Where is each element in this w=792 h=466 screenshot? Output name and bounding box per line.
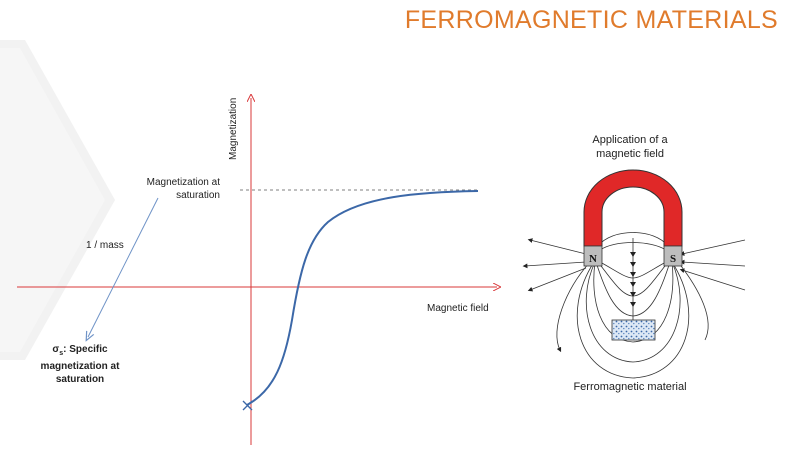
sigma-text: : Specific magnetization at saturation — [40, 344, 120, 385]
ferromagnetic-label: Ferromagnetic material — [573, 381, 687, 393]
south-pole-label: S — [670, 253, 676, 265]
field-arrows — [630, 252, 636, 307]
mass-label: 1 / mass — [86, 240, 124, 251]
south-pole — [663, 245, 683, 267]
horseshoe-magnet — [583, 169, 683, 247]
saturation-label: Magnetization at saturation — [146, 177, 220, 201]
application-label: Application of a magnetic field — [592, 134, 668, 160]
ferromagnetic-sample — [611, 319, 656, 341]
north-pole-label: N — [589, 253, 597, 265]
mass-arrow — [88, 197, 159, 337]
sigma-subscript: s — [59, 350, 64, 357]
sigma-symbol: σ — [52, 344, 60, 355]
north-pole — [583, 245, 603, 267]
sigma-label: σs: Specific magnetization at saturation — [30, 343, 130, 386]
origin-marker — [242, 400, 253, 411]
slide-title: FERROMAGNETIC MATERIALS — [404, 6, 778, 34]
x-axis-label: Magnetic field — [427, 303, 489, 314]
magnetization-curve — [246, 190, 479, 406]
field-lines — [522, 232, 746, 379]
